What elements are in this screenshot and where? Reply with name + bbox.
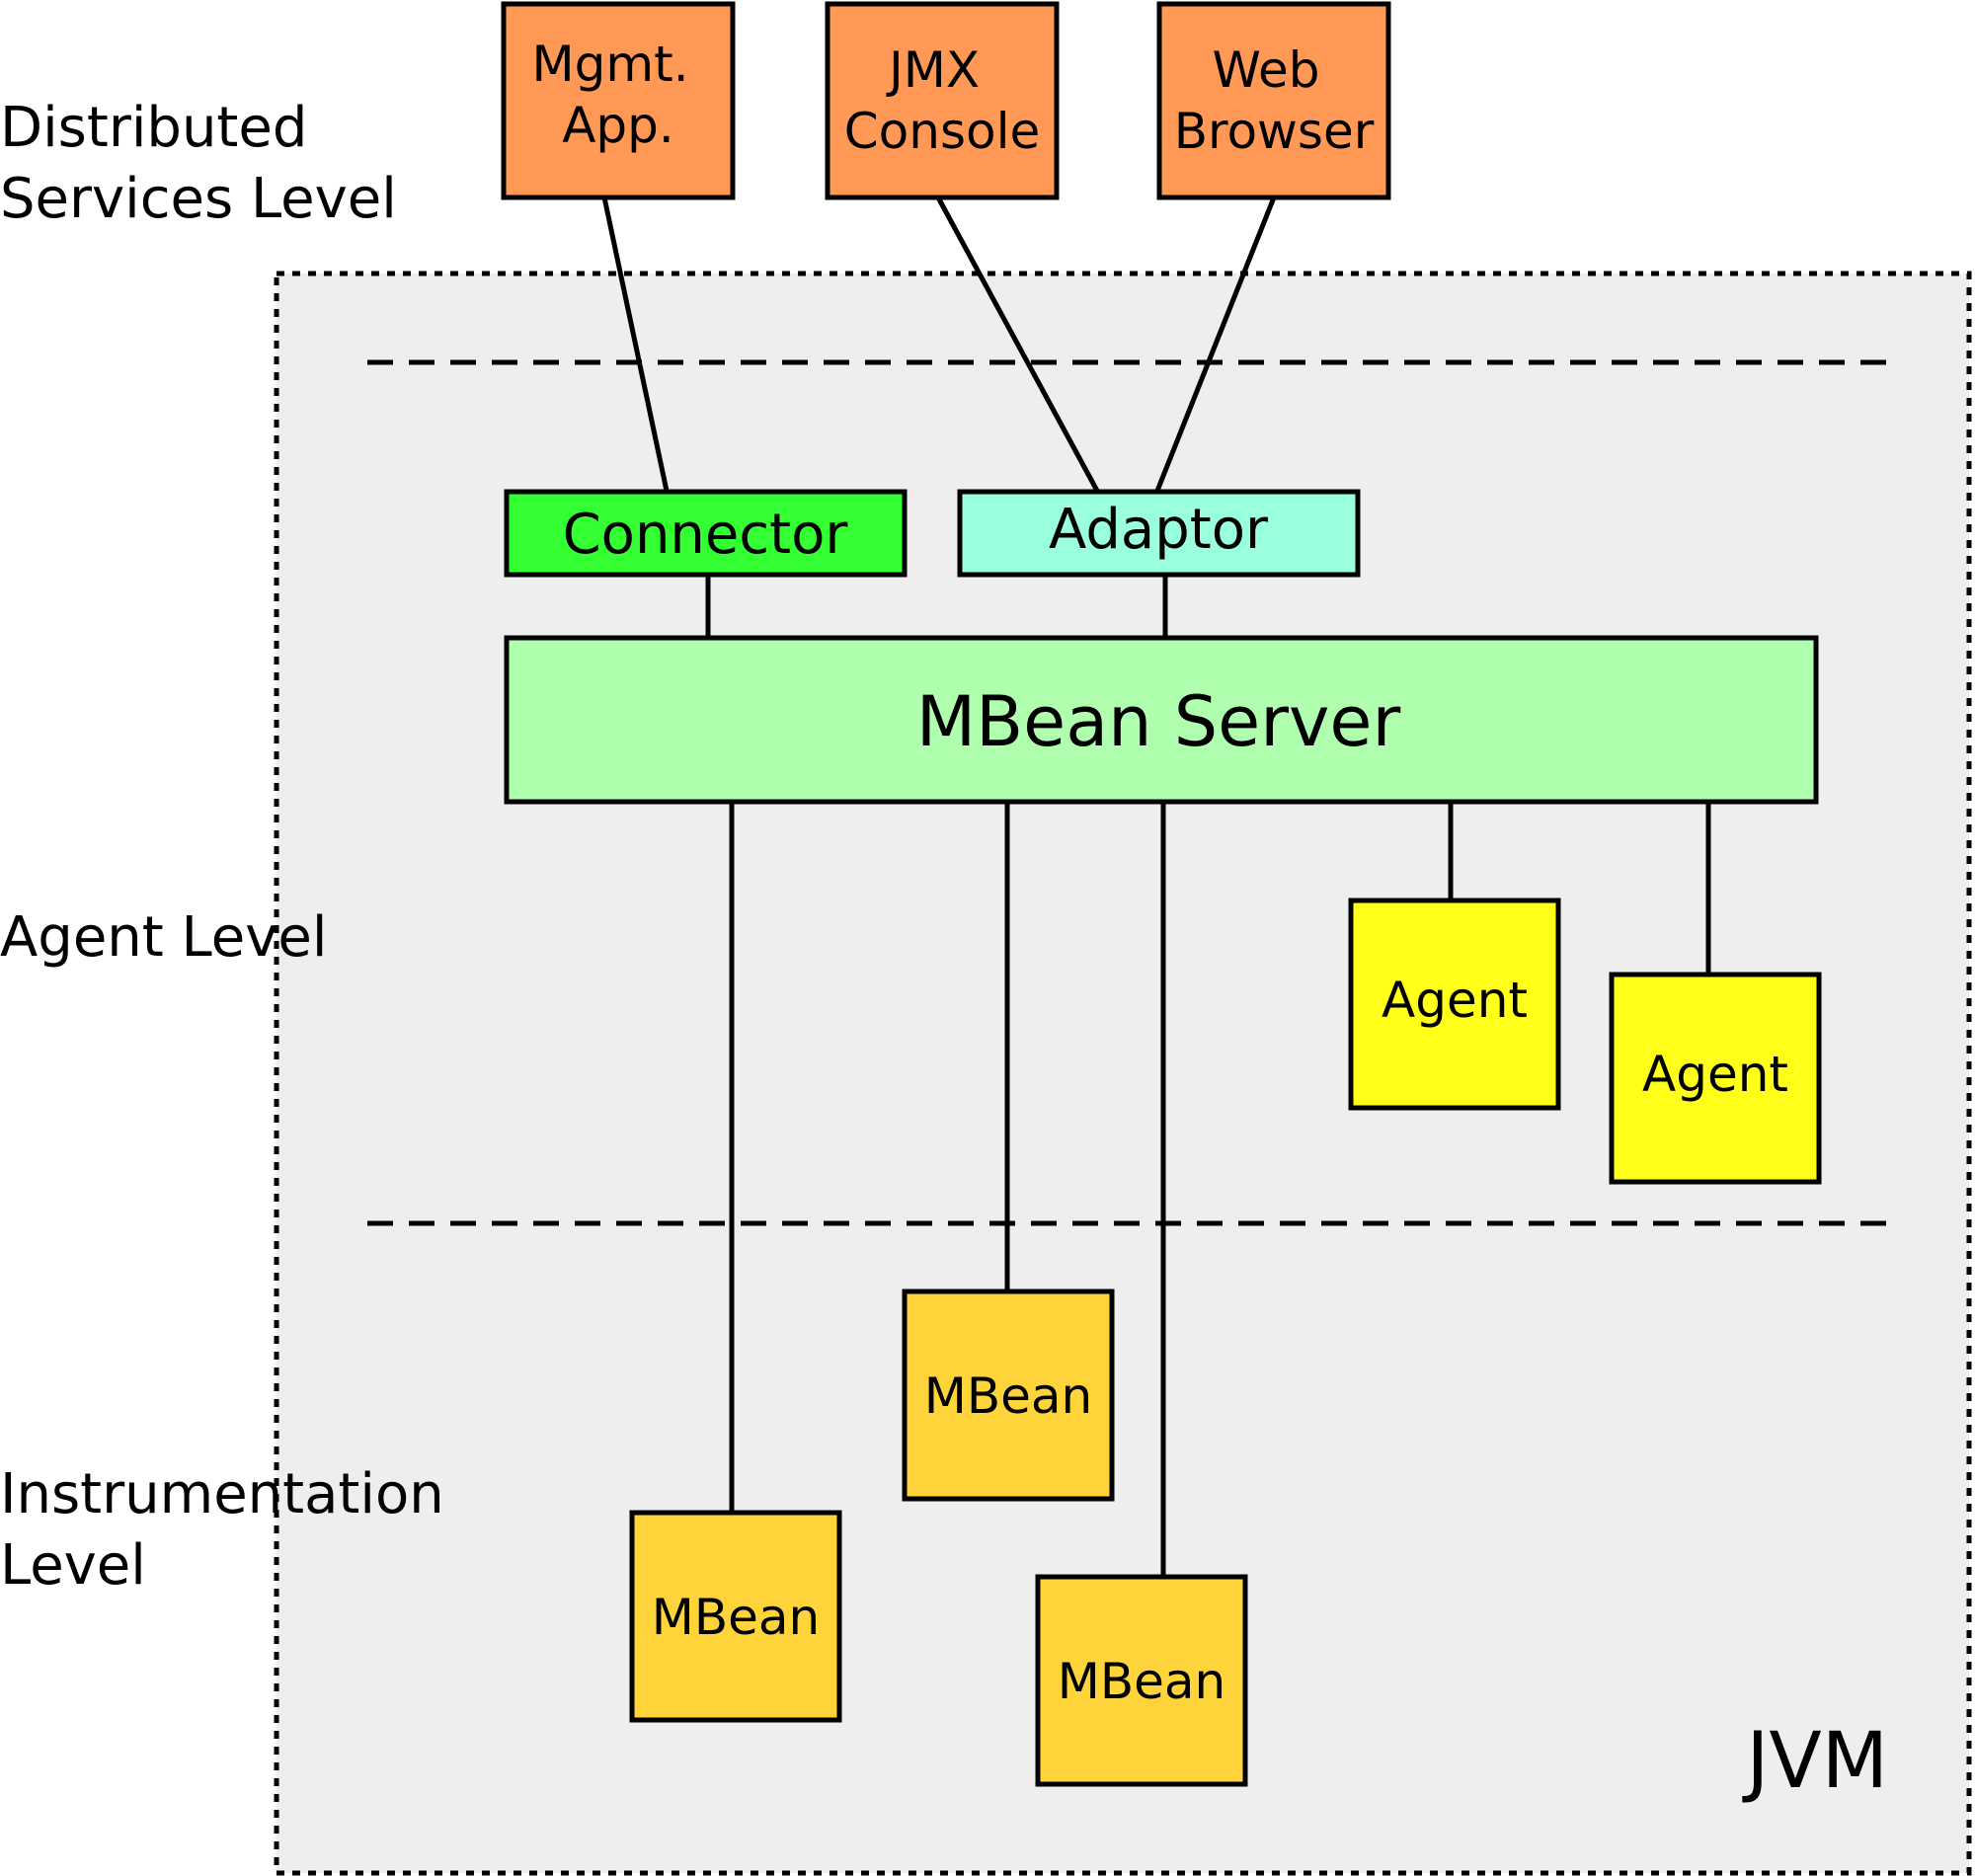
mbean-box: MBean [902,1289,1115,1502]
svg-text:Mgmt. App.: Mgmt. App. [532,36,705,154]
svg-text:Agent: Agent [1642,1046,1788,1103]
mbean-server-box: MBean Server [504,635,1819,805]
agent-box: Agent [1348,898,1561,1111]
svg-text:Agent: Agent [1382,972,1528,1029]
agent-level-label: Agent Level [0,905,327,970]
mgmt-app-box: Mgmt. App. [501,1,736,200]
svg-text:JMX Console: JMX Console [844,41,1041,160]
svg-text:Connector: Connector [563,503,849,567]
jvm-label: JVM [1741,1717,1888,1806]
agent-box: Agent [1609,972,1822,1185]
connection-lines [601,195,1711,1576]
svg-text:MBean Server: MBean Server [916,681,1401,762]
svg-text:MBean: MBean [924,1368,1093,1425]
adaptor-box: Adaptor [957,489,1361,578]
connector-box: Connector [504,489,908,578]
instrumentation-level-label: Instrumentation Level [0,1462,462,1598]
svg-text:MBean: MBean [652,1589,821,1646]
svg-text:Web Browser: Web Browser [1174,41,1375,160]
jmx-console-box: JMX Console [825,1,1060,200]
mbean-box: MBean [1035,1574,1248,1787]
distributed-level-label: Distributed Services Level [0,96,397,231]
mbean-box: MBean [629,1510,842,1723]
svg-text:MBean: MBean [1058,1653,1226,1710]
svg-text:Adaptor: Adaptor [1049,498,1269,562]
web-browser-box: Web Browser [1156,1,1391,200]
